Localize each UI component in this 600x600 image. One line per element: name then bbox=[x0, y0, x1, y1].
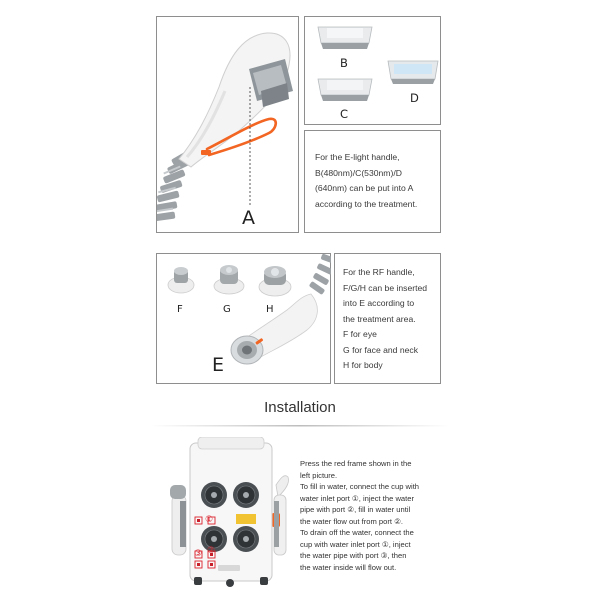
install-line: To fill in water, connect the cup with bbox=[300, 482, 420, 491]
elight-description-panel: For the E-light handle, B(480nm)/C(530nm… bbox=[304, 130, 441, 233]
orange-strap bbox=[205, 117, 278, 157]
rf-desc-line: H for body bbox=[343, 360, 383, 370]
wheels bbox=[194, 577, 268, 587]
installation-instructions: Press the red frame shown in the left pi… bbox=[300, 458, 450, 573]
machine-body bbox=[189, 442, 273, 582]
head-label-d: D bbox=[410, 91, 419, 105]
water-ports bbox=[194, 516, 216, 569]
rf-description-panel: For the RF handle, F/G/H can be inserted… bbox=[334, 253, 441, 384]
rf-head-g bbox=[213, 265, 245, 295]
elight-heads-panel: B D C bbox=[304, 16, 441, 125]
install-line: Press the red frame shown in the bbox=[300, 459, 412, 468]
filter-head-d bbox=[387, 60, 439, 84]
port-marker-1: ① bbox=[205, 515, 214, 525]
rf-ribbed-cable bbox=[309, 254, 331, 295]
handle-label-a: A bbox=[242, 207, 255, 229]
rf-description: For the RF handle, F/G/H can be inserted… bbox=[343, 265, 427, 374]
install-line: left picture. bbox=[300, 470, 338, 480]
head-label-c: C bbox=[340, 107, 349, 121]
elight-description: For the E-light handle, B(480nm)/C(530nm… bbox=[315, 150, 417, 212]
title-underline bbox=[150, 425, 450, 427]
head-label-f: F bbox=[177, 304, 183, 315]
rf-head-f bbox=[167, 267, 195, 294]
install-line: the water flow out from port ②. bbox=[300, 516, 404, 526]
rf-handle-panel: F G H E bbox=[156, 253, 331, 384]
rf-desc-line: the treatment area. bbox=[343, 313, 416, 324]
install-line: pipe with port ②, fill in water until bbox=[300, 505, 411, 514]
install-line: the water inside will flow out. bbox=[300, 562, 397, 572]
install-line: water inlet port ①, inject the water bbox=[300, 493, 415, 503]
elight-desc-line: (640nm) can be put into A bbox=[315, 183, 414, 193]
rf-handle-illustration bbox=[230, 254, 331, 365]
head-label-g: G bbox=[223, 304, 231, 315]
rf-head-h bbox=[258, 266, 292, 297]
left-handle-holder bbox=[170, 485, 187, 556]
rf-desc-line: into E according to bbox=[343, 298, 415, 308]
handle-label-e: E bbox=[212, 354, 225, 376]
elight-desc-line: For the E-light handle, bbox=[315, 152, 400, 162]
elight-handle-panel: A bbox=[156, 16, 299, 233]
install-line: To drain off the water, connect the bbox=[300, 528, 414, 537]
install-line: the water pipe with port ③, then bbox=[300, 551, 407, 560]
machine-back-illustration bbox=[170, 437, 289, 587]
elight-handle-illustration bbox=[157, 32, 293, 222]
rf-desc-line: For the RF handle, bbox=[343, 267, 415, 277]
filter-head-b bbox=[317, 26, 373, 49]
head-label-b: B bbox=[340, 56, 348, 70]
warning-label bbox=[236, 514, 256, 524]
rf-desc-line: F for eye bbox=[343, 329, 377, 339]
rf-desc-line: G for face and neck bbox=[343, 344, 418, 355]
port-marker-2: ② bbox=[207, 546, 216, 556]
install-line: cup with water inlet port ①, inject bbox=[300, 539, 411, 549]
elight-desc-line: according to the treatment. bbox=[315, 198, 418, 209]
elight-desc-line: B(480nm)/C(530nm)/D bbox=[315, 167, 402, 178]
filter-head-c bbox=[317, 78, 373, 101]
head-label-h: H bbox=[266, 304, 274, 315]
right-handle-holder bbox=[272, 475, 289, 556]
rf-desc-line: F/G/H can be inserted bbox=[343, 282, 428, 293]
port-marker-3: ③ bbox=[194, 549, 203, 559]
installation-title: Installation bbox=[264, 399, 336, 416]
